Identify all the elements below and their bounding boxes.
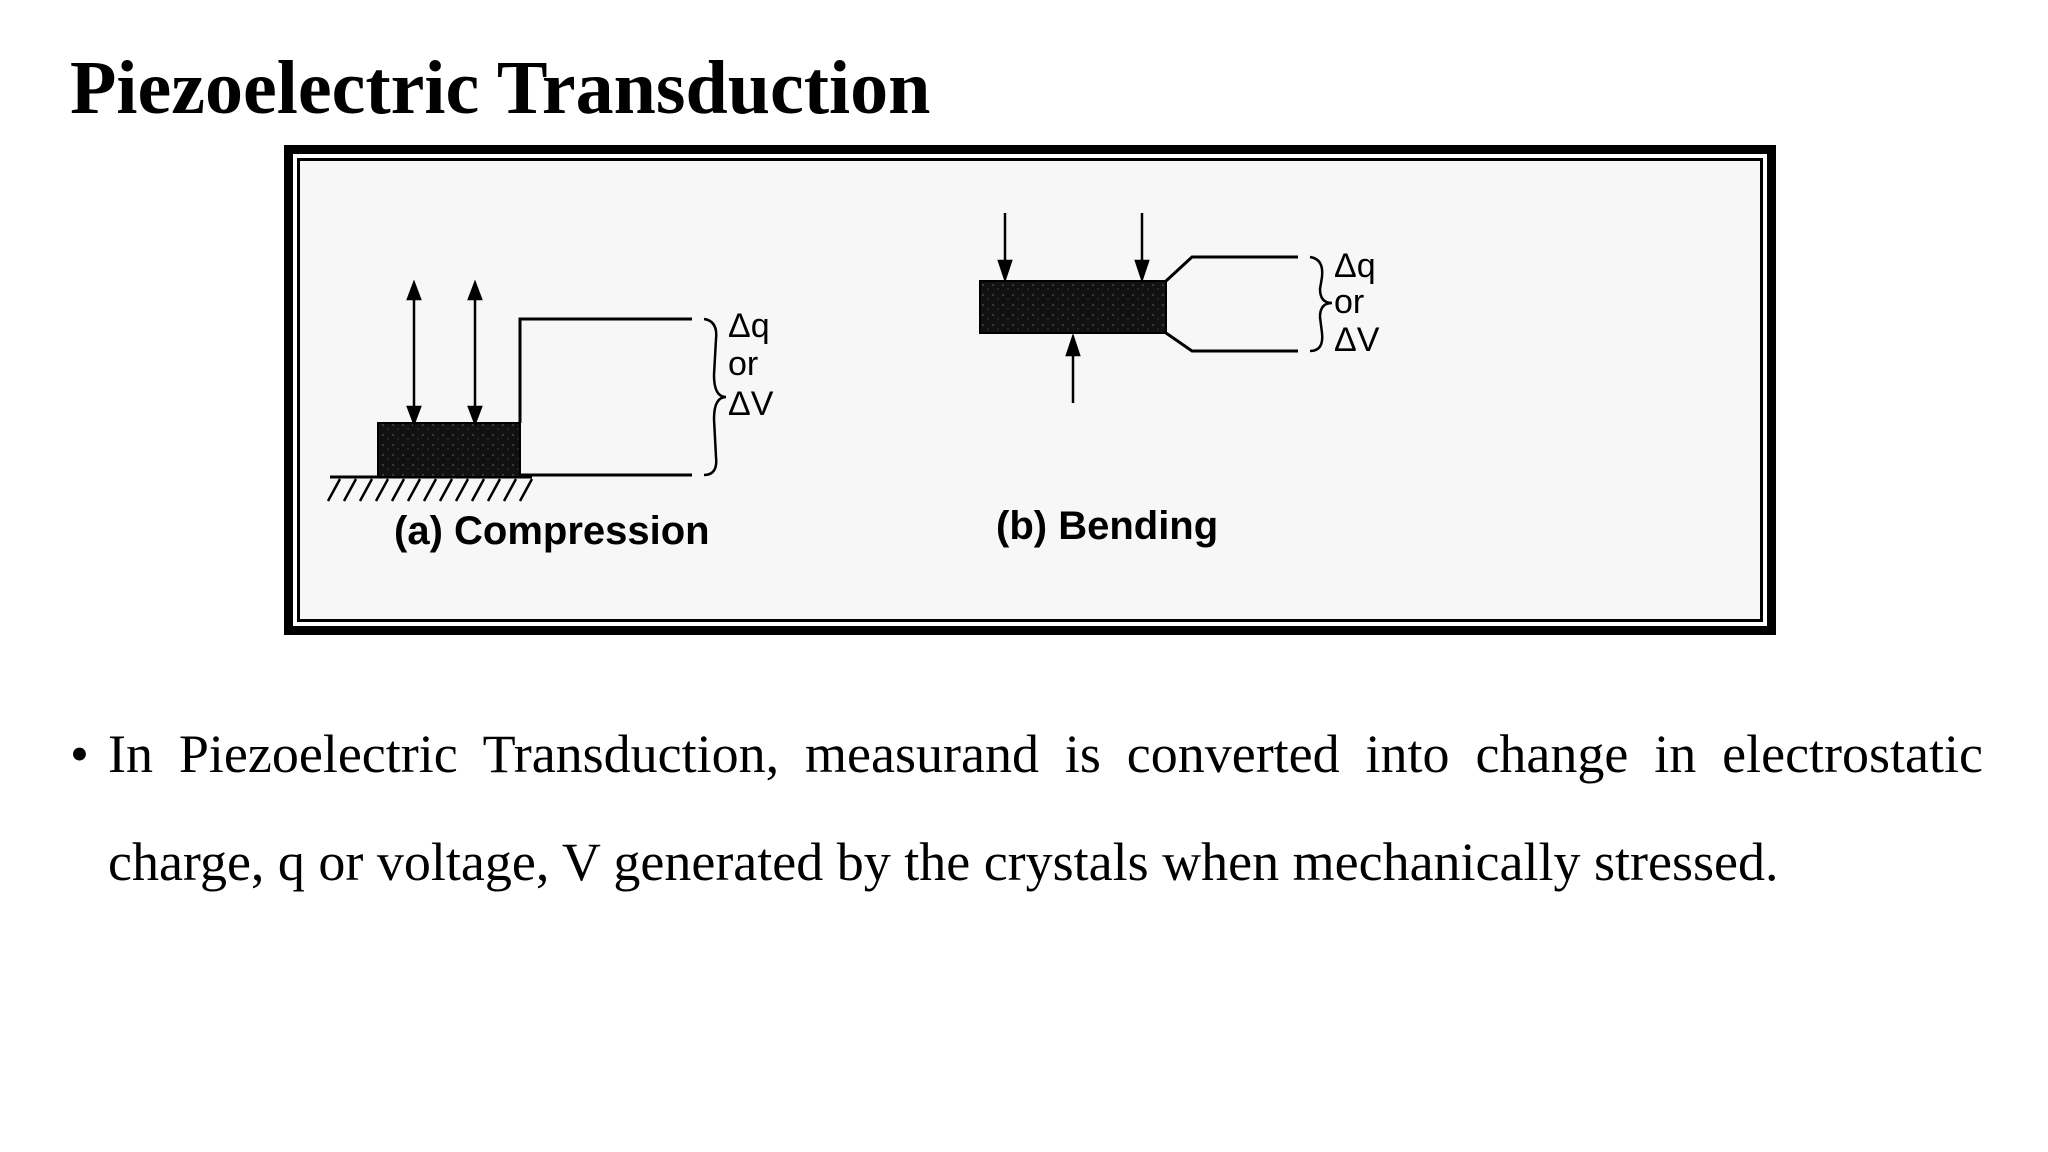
ground-hatching	[326, 478, 534, 502]
upper-lead-compression	[518, 317, 692, 423]
force-arrow-bottom	[1065, 333, 1081, 403]
output-brace-compression	[703, 317, 727, 477]
figure-panel: Δq or ΔV (a) Compression	[297, 158, 1763, 622]
delta-v-label: ΔV	[1334, 321, 1380, 359]
double-arrow-right	[467, 279, 483, 427]
bullet-item: • In Piezoelectric Transduction, measura…	[70, 700, 1983, 916]
or-label: or	[728, 345, 758, 383]
compression-caption: (a) Compression	[394, 509, 710, 553]
delta-q-label: Δq	[1334, 247, 1376, 285]
output-brace-bending	[1309, 255, 1333, 353]
force-arrow-right	[1134, 213, 1150, 283]
slide-title: Piezoelectric Transduction	[70, 46, 931, 130]
piezo-diagram: Δq or ΔV (a) Compression	[326, 213, 1380, 553]
bending-diagram: Δq or ΔV (b) Bending	[979, 213, 1380, 548]
or-label: or	[1334, 283, 1364, 321]
figure-frame: Δq or ΔV (a) Compression	[284, 145, 1776, 635]
bullet-list: • In Piezoelectric Transduction, measura…	[70, 700, 1983, 916]
bullet-point: •	[70, 724, 89, 784]
crystal-bending	[979, 280, 1167, 334]
delta-v-label: ΔV	[728, 385, 774, 423]
force-arrow-left	[997, 213, 1013, 283]
crystal-compression	[377, 422, 521, 478]
compression-diagram: Δq or ΔV (a) Compression	[326, 279, 774, 553]
bullet-text: In Piezoelectric Transduction, measurand…	[108, 724, 1983, 892]
delta-q-label: Δq	[728, 307, 770, 345]
double-arrow-left	[406, 279, 422, 427]
bending-caption: (b) Bending	[996, 504, 1218, 548]
upper-lead-bending	[1164, 255, 1298, 283]
lower-lead-bending	[1165, 331, 1298, 353]
